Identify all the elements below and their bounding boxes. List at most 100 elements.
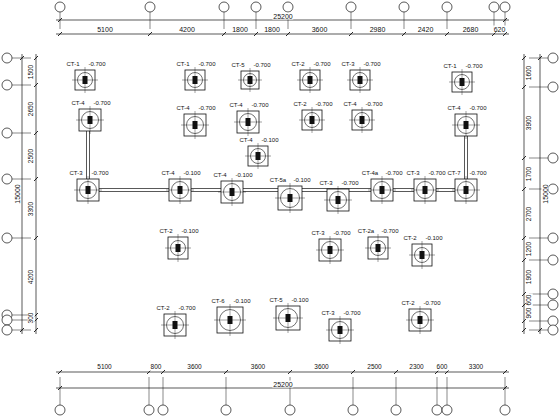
axis-bubble bbox=[2, 325, 12, 335]
dimension-text: 1800 bbox=[231, 26, 249, 33]
elevation-text: -0.700 bbox=[312, 61, 331, 67]
footing-mark: CT-4 bbox=[446, 105, 461, 111]
column-section bbox=[193, 76, 198, 84]
footing-mark: CT-3 bbox=[340, 61, 355, 67]
elevation-text: -0.100 bbox=[234, 172, 253, 178]
elevation-text: -0.700 bbox=[197, 61, 216, 67]
axis-line bbox=[224, 12, 225, 29]
footing-mark: CT-4 bbox=[212, 172, 227, 178]
total-dimension: 25200 bbox=[272, 13, 293, 20]
dimension-text: 3600 bbox=[186, 364, 202, 371]
dimension-text: 2980 bbox=[369, 26, 387, 33]
axis-line bbox=[353, 377, 354, 405]
dimension-line bbox=[22, 54, 23, 334]
dimension-tick bbox=[522, 85, 526, 89]
elevation-text: -0.100 bbox=[180, 228, 199, 234]
axis-line bbox=[12, 58, 31, 59]
axis-line bbox=[351, 12, 352, 29]
column-section bbox=[308, 76, 313, 84]
dimension-line bbox=[540, 54, 541, 334]
axis-line bbox=[60, 377, 61, 405]
footing-mark: CT-2 bbox=[290, 61, 305, 67]
column-section bbox=[178, 186, 183, 194]
axis-bubble bbox=[285, 405, 295, 415]
axis-line bbox=[529, 260, 548, 261]
dimension-tick bbox=[286, 32, 290, 36]
axis-line bbox=[12, 85, 31, 86]
axis-bubble bbox=[432, 405, 442, 415]
dimension-tick bbox=[288, 370, 292, 374]
dimension-tick bbox=[254, 32, 258, 36]
elevation-text: -0.700 bbox=[364, 101, 383, 107]
axis-bubble bbox=[548, 233, 558, 243]
footing-mark: CT-3 bbox=[310, 230, 325, 236]
footing-mark: CT-4 bbox=[228, 102, 243, 108]
dimension-tick bbox=[435, 370, 439, 374]
dimension-tick bbox=[148, 32, 152, 36]
tie-beam bbox=[88, 191, 466, 192]
axis-bubble bbox=[500, 2, 510, 12]
column-section bbox=[286, 314, 291, 322]
axis-bubble bbox=[548, 300, 558, 310]
axis-line bbox=[529, 58, 548, 59]
elevation-text: -0.700 bbox=[362, 61, 381, 67]
footing-mark: CT-3 bbox=[68, 170, 83, 176]
axis-line bbox=[447, 377, 448, 405]
axis-bubble bbox=[55, 2, 65, 12]
footing-mark: CT-4a bbox=[361, 170, 379, 176]
axis-line bbox=[396, 377, 397, 405]
dimension-line bbox=[56, 388, 509, 389]
dimension-tick bbox=[522, 156, 526, 160]
elevation-text: -0.100 bbox=[290, 297, 309, 303]
dimension-tick bbox=[34, 177, 38, 181]
column-section bbox=[176, 244, 181, 252]
dimension-text: 1500 bbox=[28, 63, 35, 79]
footing-mark: CT-2 bbox=[155, 305, 170, 311]
dimension-tick bbox=[402, 32, 406, 36]
elevation-text: -0.700 bbox=[380, 228, 399, 234]
axis-bubble bbox=[399, 2, 409, 12]
axis-bubble bbox=[500, 405, 510, 415]
column-section bbox=[86, 186, 91, 194]
dimension-tick bbox=[445, 32, 449, 36]
dimension-text: 600 bbox=[526, 293, 533, 306]
footing-mark: CT-3 bbox=[320, 310, 335, 316]
axis-bubble bbox=[55, 405, 65, 415]
axis-bubble bbox=[221, 405, 231, 415]
column-section bbox=[336, 196, 341, 204]
dimension-tick bbox=[161, 370, 165, 374]
dimension-text: 3300 bbox=[468, 364, 484, 371]
total-dimension: 15000 bbox=[14, 183, 21, 204]
column-section bbox=[248, 76, 253, 84]
elevation-text: -0.100 bbox=[182, 170, 201, 176]
column-section bbox=[464, 186, 469, 194]
dimension-tick bbox=[503, 32, 507, 36]
footing-mark: CT-2 bbox=[158, 228, 173, 234]
axis-bubble bbox=[548, 316, 558, 326]
elevation-text: -0.100 bbox=[292, 177, 311, 183]
dimension-text: 1700 bbox=[526, 165, 533, 181]
column-section bbox=[193, 121, 198, 129]
dimension-tick bbox=[522, 236, 526, 240]
axis-line bbox=[437, 377, 438, 405]
total-dimension: 15000 bbox=[542, 183, 549, 204]
column-section bbox=[88, 116, 93, 124]
footing-mark: CT-7 bbox=[446, 170, 461, 176]
elevation-text: -0.100 bbox=[260, 137, 279, 143]
axis-line bbox=[529, 87, 548, 88]
axis-line bbox=[150, 12, 151, 29]
dimension-text: 3600 bbox=[250, 364, 266, 371]
axis-bubble bbox=[442, 2, 452, 12]
axis-bubble bbox=[348, 405, 358, 415]
dimension-line bbox=[56, 34, 509, 35]
dimension-line bbox=[36, 54, 37, 334]
dimension-tick bbox=[147, 370, 151, 374]
dimension-text: 4200 bbox=[178, 26, 196, 33]
axis-bubble bbox=[548, 82, 558, 92]
dimension-tick bbox=[34, 56, 38, 60]
dimension-tick bbox=[224, 370, 228, 374]
footing-mark: CT-4 bbox=[175, 105, 190, 111]
dimension-text: 1200 bbox=[526, 241, 533, 257]
dimension-text: 620 bbox=[493, 26, 507, 33]
